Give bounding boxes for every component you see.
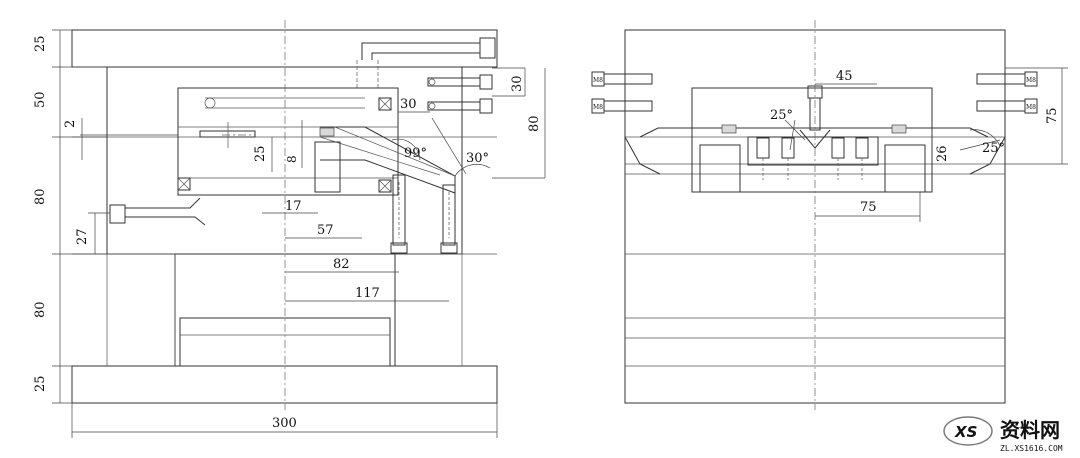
dim-left-50: 50 — [33, 91, 48, 108]
side-view: M8 M8 M8 M8 — [591, 20, 1038, 410]
side-screw-r2: M8 — [976, 98, 1038, 114]
top-clamp-plate — [71, 29, 498, 68]
ejector-rod-a — [392, 174, 406, 246]
front-dimensions: 25 50 2 80 27 80 25 25 8 17 57 82 117 30… — [33, 29, 546, 438]
side-screw-l1: M8 — [591, 71, 653, 87]
dim-30-side: 30 — [400, 97, 417, 112]
dim-82: 82 — [333, 257, 350, 272]
front-view — [71, 20, 498, 410]
side-screw-l2: M8 — [591, 98, 653, 114]
watermark: XS 资料网 ZL.XS1616.COM — [943, 416, 1063, 453]
dim-30-top: 30 — [510, 75, 525, 92]
svg-text:M8: M8 — [593, 104, 603, 111]
bottom-clamp-plate — [71, 365, 498, 404]
dim-left-80-upper: 80 — [33, 188, 48, 205]
dim-left-27: 27 — [75, 228, 90, 245]
watermark-url: ZL.XS1616.COM — [1000, 444, 1063, 453]
angle-99: 99° — [404, 146, 427, 161]
dim-left-25-bottom: 25 — [33, 375, 48, 392]
dim-left-2: 2 — [63, 120, 78, 128]
svg-text:XS: XS — [954, 423, 977, 441]
dim-inner-8: 8 — [285, 155, 299, 163]
bolt-upper — [427, 74, 493, 90]
side-insert-block — [691, 87, 933, 129]
bolt-lower — [427, 98, 493, 114]
dim-inner-25: 25 — [253, 145, 268, 162]
angle-30: 30° — [466, 151, 489, 166]
watermark-logo: XS — [943, 416, 993, 446]
slider-block — [177, 87, 399, 196]
side-dimensions: 45 25° 75 26 25° 75 — [770, 67, 1068, 222]
dim-300: 300 — [272, 416, 297, 431]
svg-text:M8: M8 — [1026, 104, 1036, 111]
side-dim-75-bottom: 75 — [860, 200, 877, 215]
dim-117: 117 — [355, 286, 380, 301]
side-dim-26: 26 — [935, 145, 950, 162]
ejector-rod-b — [442, 184, 456, 246]
side-dim-45: 45 — [836, 69, 853, 84]
dim-80-right: 80 — [527, 115, 542, 132]
svg-text:M8: M8 — [1026, 77, 1036, 84]
side-screw-r1: M8 — [976, 71, 1038, 87]
dim-17: 17 — [285, 199, 302, 214]
watermark-brand: 资料网 — [1000, 418, 1060, 442]
dim-left-80-lower: 80 — [33, 301, 48, 318]
side-outer-frame — [624, 29, 1006, 404]
svg-text:M8: M8 — [593, 77, 603, 84]
dim-left-25-top: 25 — [33, 35, 48, 52]
dim-57: 57 — [317, 223, 334, 238]
side-angle-25-right: 25° — [982, 141, 1005, 156]
side-angle-25-left: 25° — [770, 108, 793, 123]
side-dim-75-right: 75 — [1045, 107, 1060, 124]
